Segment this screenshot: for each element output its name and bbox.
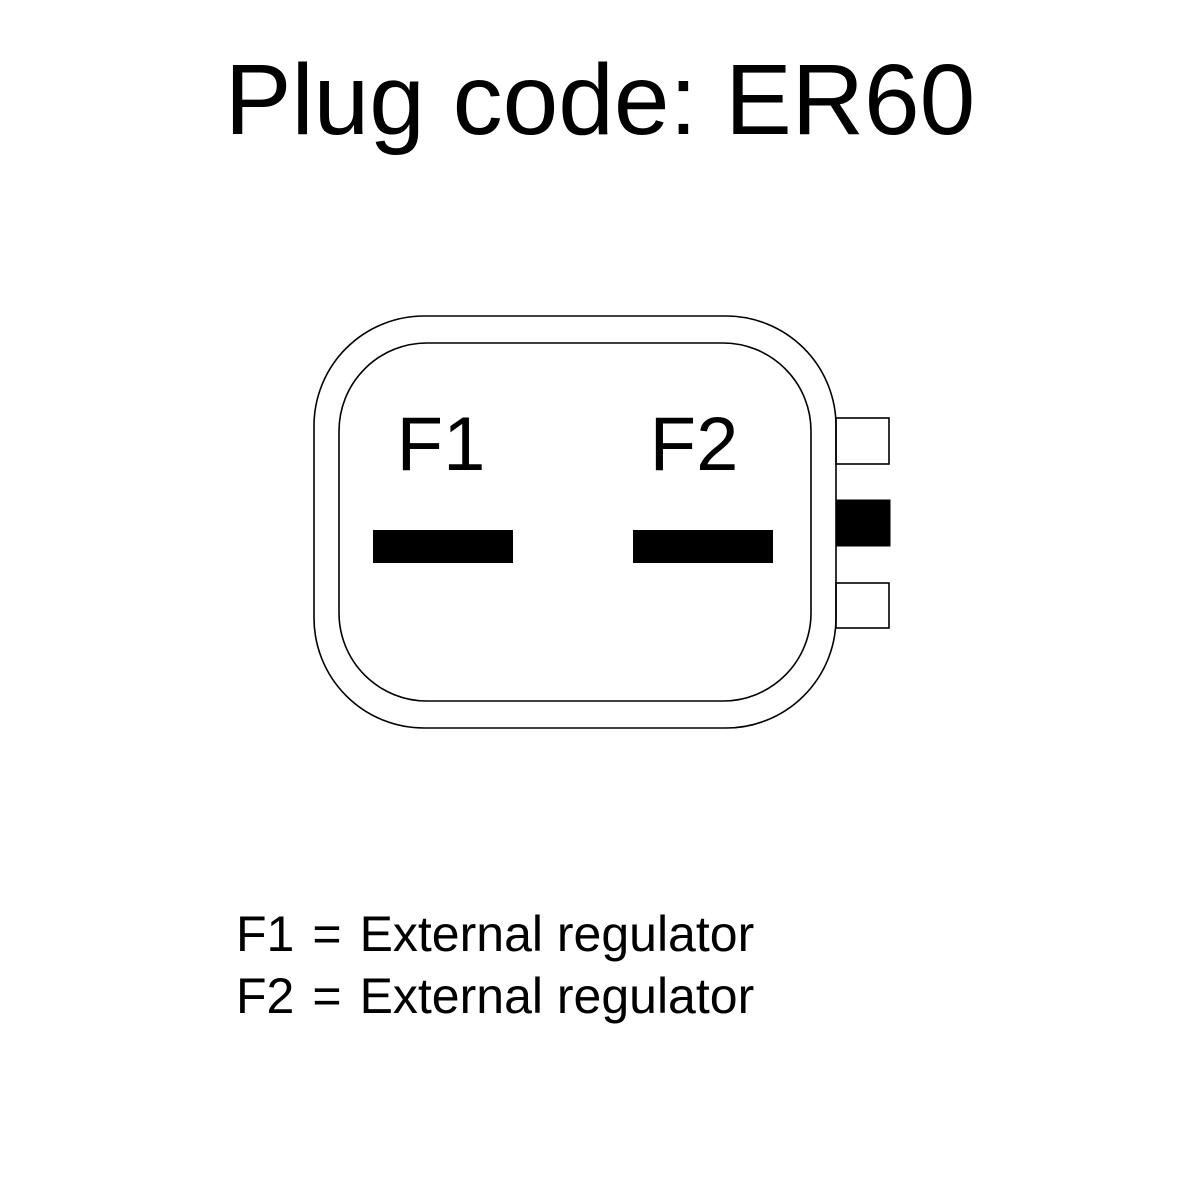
side-key-filled bbox=[835, 499, 891, 547]
legend-description: External regulator bbox=[359, 906, 755, 962]
pin-legend: F1 = External regulator F2 = External regula… bbox=[236, 903, 754, 1027]
pin-blade-f2 bbox=[633, 530, 773, 563]
connector-outer-housing bbox=[313, 315, 837, 729]
pin-label-f2: F2 bbox=[650, 402, 739, 487]
side-tab-top bbox=[835, 417, 890, 465]
page-title: Plug code: ER60 bbox=[224, 44, 976, 156]
pin-blade-f1 bbox=[373, 530, 513, 563]
legend-description: External regulator bbox=[359, 968, 755, 1024]
legend-pin: F1 bbox=[236, 906, 295, 962]
legend-equals: = bbox=[312, 906, 342, 962]
pin-label-f1: F1 bbox=[397, 402, 486, 487]
legend-row-f2: F2 = External regulator bbox=[236, 965, 754, 1027]
legend-row-f1: F1 = External regulator bbox=[236, 903, 754, 965]
legend-pin: F2 bbox=[236, 968, 295, 1024]
legend-equals: = bbox=[312, 968, 342, 1024]
side-tab-bottom bbox=[835, 582, 890, 629]
connector-inner-face bbox=[338, 342, 812, 702]
